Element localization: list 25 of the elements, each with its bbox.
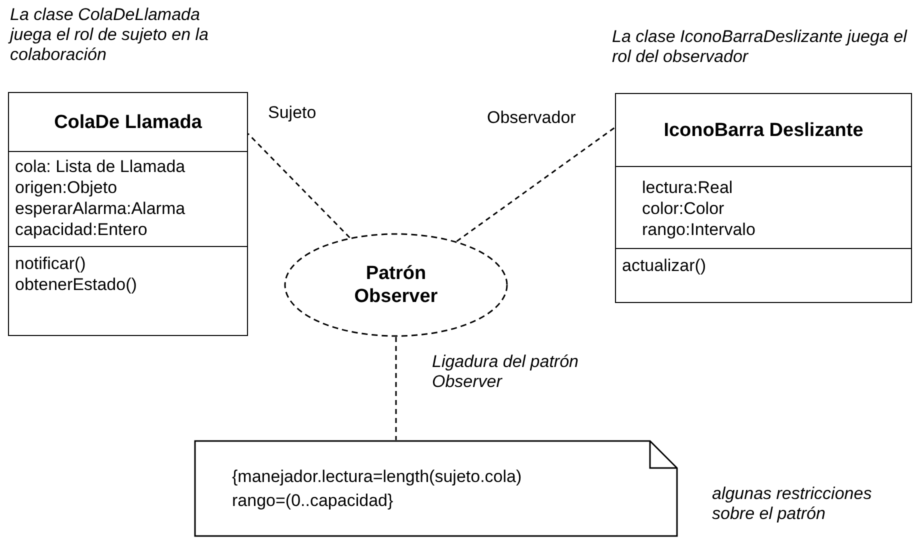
attribute-text: rango:Intervalo [642,219,756,240]
class-box [8,92,248,336]
method-text: obtenerEstado() [15,274,138,295]
attribute-text: origen:Objeto [15,177,118,198]
constraint-text: rango=(0..capacidad} [231,490,394,512]
annotation-text: algunas restricciones sobre el patrón [712,484,873,524]
method-text: notificar() [15,253,87,274]
constraint-text: {manejador.lectura=length(sujeto.cola) [231,466,523,488]
annotation-text: Ligadura del patrón Observer [432,352,580,392]
dashed-connector [247,133,350,238]
annotation-text: La clase IconoBarraDeslizante juega el rol del observador [612,27,908,67]
class-name: ColaDe Llamada [53,110,203,134]
attribute-text: capacidad:Entero [15,219,148,240]
pattern-name: Patrón Observer [353,262,439,308]
attribute-text: lectura:Real [642,177,734,198]
dashed-connector [456,126,616,242]
dashed-connector [395,337,397,440]
class-box [615,93,912,303]
annotation-text: La clase ColaDeLlamada juega el rol de sujeto en la colaboración [10,5,210,65]
role-label: Sujeto [268,103,316,123]
attribute-text: esperarAlarma:Alarma [15,198,186,219]
class-name: IconoBarra Deslizante [662,118,864,142]
method-text: actualizar() [622,255,708,276]
attribute-text: cola: Lista de Llamada [15,156,186,177]
attribute-text: color:Color [642,198,726,219]
